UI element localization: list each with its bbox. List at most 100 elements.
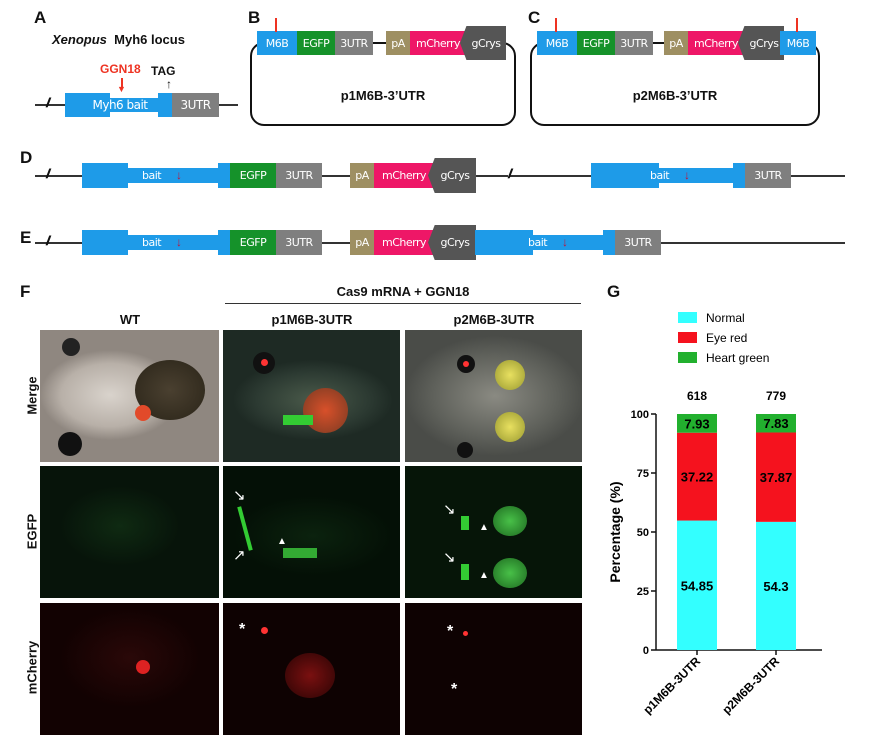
y-tick-label: 100: [631, 409, 649, 421]
gcrys-block: gCrys: [428, 225, 476, 260]
image-p1-merge: [223, 330, 400, 462]
bar-segment: [756, 432, 796, 522]
eye-marker: *: [239, 621, 246, 638]
bait-label: bait: [142, 236, 162, 249]
pa-block: pA: [350, 163, 374, 188]
arrowhead-icon: ▲: [277, 536, 287, 547]
bar-value-label: 7.93: [684, 416, 709, 431]
cut-arrow-icon-2: [796, 18, 798, 32]
bar-segment: [756, 414, 796, 433]
y-tick-label: 0: [643, 645, 649, 657]
legend-swatch: [678, 312, 697, 323]
eye-marker-2: *: [451, 681, 458, 698]
tag-label: TAG: [151, 64, 176, 78]
legend-label: Normal: [706, 311, 745, 325]
panel-label-a: A: [34, 8, 47, 27]
utr-block: 3UTR: [615, 31, 653, 55]
arrowhead-icon: ▲: [479, 522, 489, 533]
image-wt-merge: [40, 330, 219, 462]
legend-swatch: [678, 352, 697, 363]
pa-block: pA: [664, 31, 688, 55]
image-wt-egfp: [40, 466, 219, 598]
mcherry-block: mCherry: [374, 230, 434, 255]
panel-label-c: C: [528, 8, 541, 27]
x-tick-label: p2M6B-3UTR: [719, 654, 782, 717]
bar-value-label: 37.87: [760, 470, 793, 485]
cut-arrow-icon: ↓: [684, 168, 690, 182]
utr-block-2: 3UTR: [745, 163, 791, 188]
panel-label-b: B: [248, 8, 261, 27]
utr-block-2: 3UTR: [615, 230, 661, 255]
cut-arrow-icon: ↓: [176, 168, 182, 182]
plasmid-b: [250, 42, 516, 126]
bar-value-label: 7.83: [763, 416, 788, 431]
y-tick-label: 25: [637, 586, 649, 598]
image-p2-merge: [405, 330, 582, 462]
sample-count-label: 779: [766, 389, 786, 403]
stop-arrow-icon: ↑: [166, 77, 172, 91]
y-tick-label: 50: [637, 527, 649, 539]
bait-label-2: bait: [528, 236, 548, 249]
column-label-wt: WT: [119, 312, 141, 327]
utr-block: 3UTR: [276, 230, 322, 255]
image-p2-egfp: ↘ ↘ ▲ ▲: [405, 466, 582, 598]
panel-label-e: E: [20, 228, 32, 247]
column-label-p2: p2M6B-3UTR: [453, 312, 535, 327]
plasmid-name: p1M6B-3’UTR: [340, 88, 426, 103]
legend-label: Heart green: [706, 351, 769, 365]
guide-label: GGN18: [100, 62, 141, 76]
gcrys-block: gCrys: [428, 158, 476, 193]
arrow-icon: ↘: [443, 501, 456, 518]
image-p1-mcherry: *: [223, 603, 400, 735]
myh6-bait: Myh6 bait: [92, 98, 148, 112]
m6b-block: M6B: [257, 31, 297, 55]
locus-title: Xenopus Myh6 locus: [52, 32, 185, 47]
image-p1-egfp: ↘ ↗ ▲: [223, 466, 400, 598]
cut-arrow-icon: ↓: [562, 235, 568, 249]
m6b-block-2: M6B: [780, 31, 816, 55]
egfp-block: EGFP: [230, 163, 276, 188]
m6b-block: M6B: [537, 31, 577, 55]
bait-label-2: bait: [650, 169, 670, 182]
bar-segment: [677, 432, 717, 521]
bar-value-label: 54.85: [681, 578, 714, 593]
header-divider: [225, 303, 581, 304]
injection-header: Cas9 mRNA + GGN18: [336, 284, 470, 299]
cut-arrow-icon: [121, 78, 123, 88]
arrow-icon: ↘: [443, 549, 456, 566]
bar-segment: [677, 520, 717, 650]
eye-marker: *: [447, 623, 454, 640]
panel-label-f: F: [20, 282, 31, 301]
utr-block: 3UTR: [276, 163, 322, 188]
column-label-p1: p1M6B-3UTR: [271, 312, 353, 327]
arrow-icon: ↗: [233, 547, 246, 564]
gcrys-block: gCrys: [460, 26, 506, 60]
bar-segment: [756, 521, 796, 650]
bait-label: bait: [142, 169, 162, 182]
cut-arrow-icon: ↓: [176, 235, 182, 249]
plasmid-name: p2M6B-3’UTR: [632, 88, 718, 103]
y-axis-label: Percentage (%): [607, 481, 623, 582]
arrowhead-icon: ▲: [479, 570, 489, 581]
cut-arrow-icon: [555, 18, 557, 32]
locus-name: Myh6 locus: [114, 32, 185, 47]
pa-block: pA: [386, 31, 410, 55]
bar-value-label: 54.3: [763, 579, 788, 594]
egfp-block: EGFP: [577, 31, 615, 55]
bar-value-label: 37.22: [681, 470, 714, 485]
mcherry-block: mCherry: [688, 31, 744, 55]
panel-label-g: G: [607, 282, 621, 301]
egfp-block: EGFP: [230, 230, 276, 255]
panel-label-d: D: [20, 148, 33, 167]
legend-swatch: [678, 332, 697, 343]
pa-block: pA: [350, 230, 374, 255]
arrowhead-icon: ▼: [117, 84, 126, 94]
mcherry-block: mCherry: [410, 31, 466, 55]
egfp-block: EGFP: [297, 31, 335, 55]
utr-block: 3UTR: [335, 31, 373, 55]
y-tick-label: 75: [637, 468, 649, 480]
cut-arrow-icon: [275, 18, 277, 32]
arrow-icon: ↘: [233, 487, 246, 504]
sample-count-label: 618: [687, 389, 707, 403]
